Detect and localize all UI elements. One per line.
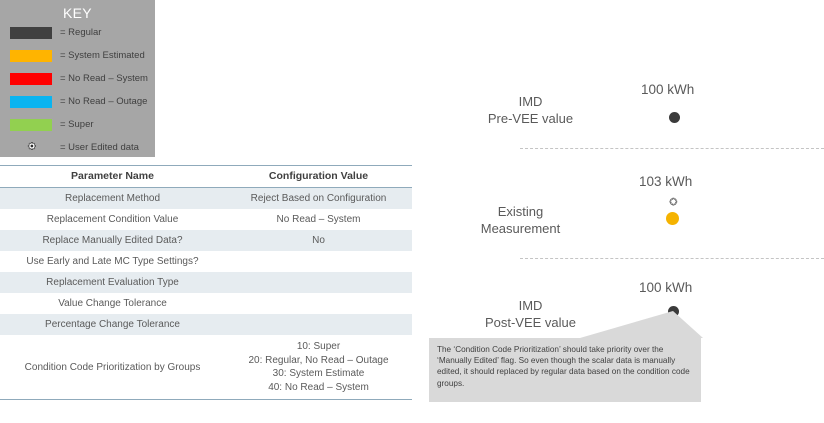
cell-configuration-value [225,293,412,314]
key-title: KEY [63,5,92,21]
cell-configuration-value [225,314,412,335]
table-row: Replace Manually Edited Data? No [0,230,412,251]
key-item-regular: = Regular [0,22,155,43]
color-swatch-system-estimated [10,49,52,62]
key-item-no-read-system: = No Read – System [0,68,155,89]
color-swatch-regular [10,26,52,39]
cell-parameter-name: Percentage Change Tolerance [0,314,225,335]
cell-parameter-name: Use Early and Late MC Type Settings? [0,251,225,272]
cell-parameter-name: Replacement Evaluation Type [0,272,225,293]
value-label-post-vee: 100 kWh [639,280,693,295]
key-item-user-edited: = User Edited data [0,137,155,158]
data-point-existing-measurement [666,212,679,225]
cell-parameter-name: Replacement Condition Value [0,209,225,230]
cell-configuration-value: No [225,230,412,251]
stage-label-existing-measurement: Existing Measurement [480,204,561,236]
key-item-label: = System Estimated [60,50,145,61]
data-point-pre-vee [669,112,680,123]
color-swatch-no-read-outage [10,95,52,108]
column-header-configuration-value: Configuration Value [225,165,412,188]
section-divider [520,148,824,149]
cell-configuration-value: Reject Based on Configuration [225,187,412,209]
callout-note: The ‘Condition Code Prioritization’ shou… [429,338,701,402]
callout-note-text: The ‘Condition Code Prioritization’ shou… [437,345,690,388]
key-legend-box: KEY = Regular = System Estimated = No Re… [0,0,155,157]
parameter-configuration-table: Parameter Name Configuration Value Repla… [0,165,412,400]
key-item-label: = No Read – Outage [60,96,148,107]
cell-configuration-value: 10: Super 20: Regular, No Read – Outage … [225,335,412,400]
cell-configuration-value: No Read – System [225,209,412,230]
cell-configuration-value [225,272,412,293]
key-item-system-estimated: = System Estimated [0,45,155,66]
key-item-label: = No Read – System [60,73,148,84]
cell-parameter-name: Replacement Method [0,187,225,209]
gear-icon [27,142,36,151]
stage-label-post-vee: IMD Post-VEE value [484,298,577,330]
table-row: Value Change Tolerance [0,293,412,314]
table-row: Replacement Evaluation Type [0,272,412,293]
user-edited-gear-icon [669,197,678,206]
key-item-super: = Super [0,114,155,135]
stage-label-pre-vee: IMD Pre-VEE value [487,94,574,126]
table-row: Condition Code Prioritization by Groups … [0,335,412,400]
table-row: Replacement Method Reject Based on Confi… [0,187,412,209]
cell-configuration-value [225,251,412,272]
table-row: Replacement Condition Value No Read – Sy… [0,209,412,230]
table-row: Percentage Change Tolerance [0,314,412,335]
key-item-label: = Regular [60,27,102,38]
cell-parameter-name: Value Change Tolerance [0,293,225,314]
key-item-label: = Super [60,119,94,130]
gear-icon-wrap [10,141,52,154]
color-swatch-super [10,118,52,131]
value-label-pre-vee: 100 kWh [641,82,695,97]
section-divider [520,258,824,259]
key-item-label: = User Edited data [60,142,139,153]
color-swatch-no-read-system [10,72,52,85]
table-header-row: Parameter Name Configuration Value [0,165,412,188]
data-point-post-vee [668,306,679,317]
cell-parameter-name: Condition Code Prioritization by Groups [0,335,225,400]
value-label-existing-measurement: 103 kWh [639,174,693,189]
column-header-parameter-name: Parameter Name [0,165,225,188]
cell-parameter-name: Replace Manually Edited Data? [0,230,225,251]
table-row: Use Early and Late MC Type Settings? [0,251,412,272]
key-item-no-read-outage: = No Read – Outage [0,91,155,112]
